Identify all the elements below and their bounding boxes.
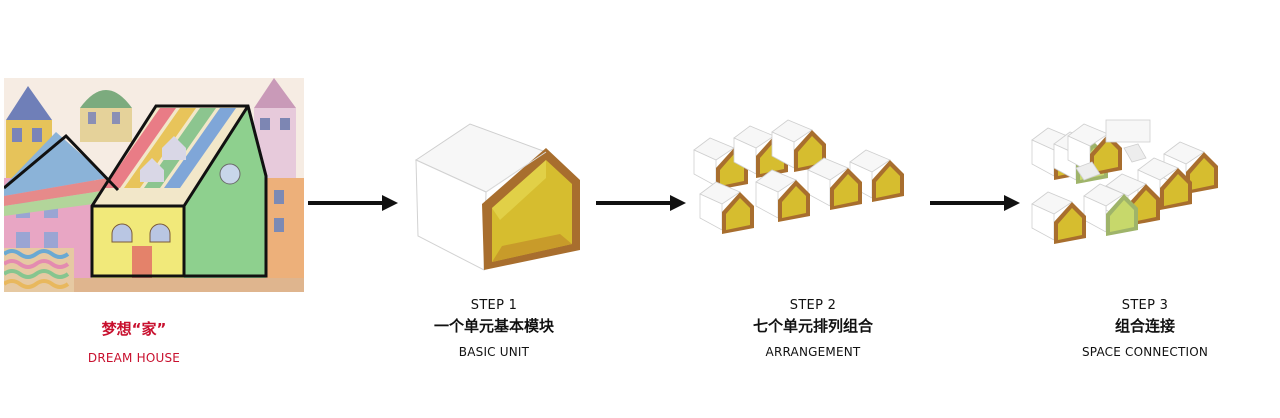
arrangement-diagram <box>690 118 930 263</box>
step-3-title-cn: 组合连接 <box>1114 317 1175 335</box>
step-1-label: STEP 1 <box>470 298 518 313</box>
dream-house-drawing <box>4 78 304 292</box>
arrow-right-icon <box>596 193 686 213</box>
step-1-title-cn: 一个单元基本模块 <box>433 317 554 335</box>
step-3-title-en: SPACE CONNECTION <box>1081 345 1209 359</box>
step-3-label: STEP 3 <box>1121 298 1169 313</box>
step-2-label: STEP 2 <box>789 298 837 313</box>
step-1-caption: STEP 1 一个单元基本模块 BASIC UNIT <box>404 298 584 359</box>
dream-house-title-en: DREAM HOUSE <box>87 351 181 365</box>
arrow-right-icon <box>308 193 398 213</box>
step-2-title-cn: 七个单元排列组合 <box>752 317 873 335</box>
arrow-right-icon <box>930 193 1020 213</box>
step-1-title-en: BASIC UNIT <box>458 345 530 359</box>
step-2-title-en: ARRANGEMENT <box>765 345 861 359</box>
dream-house-caption: 梦想“家” DREAM HOUSE <box>34 318 234 365</box>
basic-unit-diagram <box>410 118 586 278</box>
step-3-caption: STEP 3 组合连接 SPACE CONNECTION <box>1055 298 1235 359</box>
space-connection-diagram <box>1028 118 1264 263</box>
step-2-caption: STEP 2 七个单元排列组合 ARRANGEMENT <box>723 298 903 359</box>
dream-house-title-cn: 梦想“家” <box>101 320 167 338</box>
